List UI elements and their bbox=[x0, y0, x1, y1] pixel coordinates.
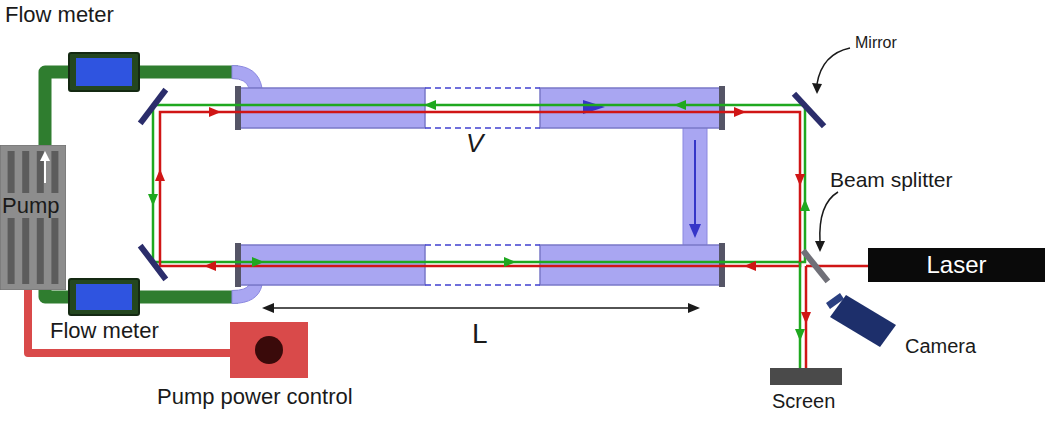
tube bbox=[540, 88, 722, 128]
vertical-tube bbox=[683, 120, 707, 252]
flow-meter-label: Flow meter bbox=[5, 2, 114, 27]
dimension-arrow bbox=[688, 303, 700, 313]
leader-line bbox=[817, 48, 850, 84]
water-pipe-line bbox=[45, 290, 68, 297]
meter-display bbox=[76, 284, 132, 310]
optics bbox=[142, 92, 826, 279]
beam-arrow bbox=[734, 107, 746, 117]
camera-shape bbox=[822, 287, 902, 349]
water-pipe-line bbox=[45, 72, 68, 145]
laser-label: Laser bbox=[926, 251, 986, 279]
pump-power-control: Pump power control bbox=[230, 322, 308, 378]
beam-arrow bbox=[204, 261, 216, 271]
mirror-label: Mirror bbox=[855, 34, 897, 52]
screen-plate bbox=[770, 368, 842, 385]
beam-arrow bbox=[795, 174, 805, 186]
beam-arrow bbox=[424, 100, 436, 110]
green-beam bbox=[799, 262, 802, 368]
green-beam bbox=[153, 105, 805, 262]
pump: Pump bbox=[0, 145, 66, 290]
dimension-line bbox=[270, 307, 692, 309]
meter-display bbox=[76, 58, 132, 86]
length-dimension bbox=[262, 303, 700, 313]
beam-arrow bbox=[252, 257, 264, 267]
water-tubes bbox=[235, 86, 725, 287]
mirror bbox=[142, 92, 164, 121]
ppc-shape bbox=[230, 322, 308, 378]
flow-meter: Flow meter bbox=[68, 278, 140, 316]
screen-shape bbox=[770, 368, 842, 385]
pipe-elbow bbox=[232, 285, 262, 304]
screen-label: Screen bbox=[772, 390, 835, 413]
laser: Laser bbox=[868, 248, 1045, 282]
flow-direction-arrow bbox=[44, 159, 46, 183]
pump-power-control-label: Pump power control bbox=[157, 384, 353, 409]
length-label: L bbox=[472, 318, 488, 350]
laser-body bbox=[868, 248, 1045, 282]
tube-cap bbox=[719, 86, 725, 130]
camera-lens bbox=[826, 293, 844, 309]
beam-arrow bbox=[674, 100, 686, 110]
water-pipe bbox=[45, 290, 68, 297]
control-knob bbox=[255, 336, 283, 364]
camera-label: Camera bbox=[905, 335, 976, 358]
green-pipe bbox=[140, 66, 238, 79]
tube bbox=[238, 88, 425, 128]
mirror bbox=[142, 248, 164, 277]
velocity-label: V bbox=[466, 129, 483, 159]
tube-cap bbox=[235, 86, 241, 130]
beam-arrow bbox=[148, 194, 158, 206]
camera-body bbox=[830, 295, 896, 347]
pump-label: Pump bbox=[2, 193, 59, 218]
beam-splitter-label: Beam splitter bbox=[830, 168, 953, 192]
beam-arrow bbox=[155, 169, 165, 181]
flow-meter: Flow meter bbox=[68, 52, 140, 92]
leaders bbox=[812, 48, 850, 252]
mirror bbox=[796, 96, 822, 124]
pipe-elbow bbox=[232, 66, 262, 89]
green-pipe bbox=[140, 291, 238, 304]
beam-arrow bbox=[744, 261, 756, 271]
flow-meter-label: Flow meter bbox=[50, 318, 159, 343]
beam-arrow bbox=[800, 199, 810, 211]
meter-body bbox=[69, 279, 139, 315]
beam-arrows bbox=[148, 100, 811, 341]
leader-arrow bbox=[812, 83, 822, 94]
flow-arrow bbox=[689, 224, 701, 238]
pump-body bbox=[0, 145, 66, 290]
leader-arrow bbox=[815, 241, 825, 252]
flow-arrow bbox=[694, 140, 696, 228]
meter-body bbox=[69, 53, 139, 91]
control-body bbox=[230, 322, 308, 378]
dashed-tube-edge bbox=[425, 284, 540, 285]
red-beam bbox=[160, 112, 800, 266]
dimension-arrow bbox=[262, 303, 274, 313]
beam-arrow bbox=[795, 329, 805, 341]
fm-shape bbox=[68, 278, 140, 316]
beam-arrow bbox=[209, 107, 221, 117]
beam-arrow bbox=[801, 312, 811, 324]
beam-splitter bbox=[805, 253, 826, 279]
beam-arrow bbox=[504, 257, 516, 267]
dashed-tube-edge bbox=[425, 87, 540, 88]
water-pipe bbox=[45, 72, 68, 145]
screen: Screen bbox=[770, 368, 842, 385]
dashed-tube-edge bbox=[425, 244, 540, 245]
leader-line bbox=[820, 192, 838, 242]
camera: Camera bbox=[822, 287, 902, 349]
flow-direction-arrow bbox=[40, 151, 50, 161]
fm-shape bbox=[68, 52, 140, 92]
